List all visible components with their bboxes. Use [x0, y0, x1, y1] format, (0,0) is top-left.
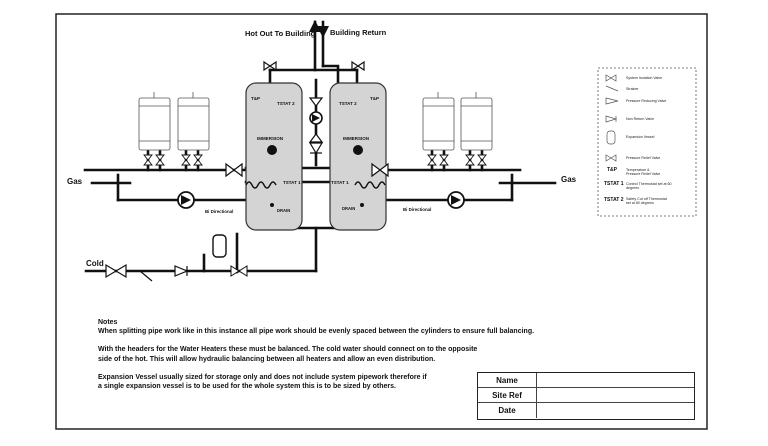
legend-tstat2-key: TSTAT 2 — [604, 197, 624, 203]
storage-cylinder-right — [329, 82, 387, 231]
coil-right-icon — [354, 181, 386, 189]
legend-item-relief: Pressure Relief Valve — [626, 156, 661, 160]
legend-tp-text-1: Temperature & — [626, 168, 650, 172]
drawing-border — [55, 13, 708, 430]
notes-line-2b: side of the hot. This will allow hydraul… — [98, 355, 436, 363]
title-site-ref-value[interactable] — [537, 388, 694, 402]
notes-heading: Notes — [98, 319, 118, 326]
immersion-right-label: IMMERSION — [343, 136, 370, 141]
expansion-vessel-icon — [212, 234, 227, 258]
bidir-right-label: Bi Directional — [403, 207, 432, 212]
legend-tp-text-2: Pressure Relief Valve — [626, 172, 661, 176]
legend-item-nrv: Non Return Valve — [626, 117, 655, 121]
water-heater-right-2 — [460, 92, 493, 151]
legend-item-prv: Pressure Reducing Valve — [626, 99, 667, 103]
notes-section: Notes When splitting pipe work like in t… — [98, 318, 538, 391]
title-site-ref-label: Site Ref — [478, 388, 537, 402]
legend-tstat1-text-1: Control Thermostat set at 60 — [626, 182, 672, 186]
title-block: Name Site Ref Date — [477, 372, 695, 420]
coil-left-icon — [245, 181, 277, 189]
water-heater-left-1 — [138, 92, 171, 151]
notes-line-3b: a single expansion vessel is to be used … — [98, 383, 396, 391]
legend-item-isolation: System Isolation Valve — [626, 76, 663, 80]
notes-line-2a: With the headers for the Water Heaters t… — [98, 346, 478, 354]
legend-tstat1-key: TSTAT 1 — [604, 181, 624, 187]
legend-item-expansion: Expansion Vessel — [626, 135, 655, 139]
bidir-left-label: Bi Directional — [205, 209, 234, 214]
notes-line-3a: Expansion Vessel usually sized for stora… — [98, 373, 427, 381]
strainer-icon — [139, 270, 153, 282]
water-heater-left-2 — [177, 92, 210, 151]
water-heater-right-1 — [422, 92, 455, 151]
title-name-value[interactable] — [537, 373, 694, 387]
tp-right-label: T&P — [370, 96, 379, 101]
tp-left-label: T&P — [251, 96, 260, 101]
immersion-left-label: IMMERSION — [257, 136, 284, 141]
non-return-valve-icon — [174, 265, 189, 277]
legend-tstat2-text-2: set at 80 degrees — [626, 201, 654, 205]
tstat2-left-label: TSTAT 2 — [277, 101, 295, 106]
building-return-label: Building Return — [330, 28, 387, 37]
legend-item-strainer: Strainer — [626, 87, 639, 91]
hot-out-arrow-icon — [309, 20, 321, 32]
drain-right-label: DRAIN — [342, 206, 356, 211]
title-date-value[interactable] — [537, 403, 694, 418]
legend-tp-key: T&P — [607, 167, 617, 173]
notes-line-1: When splitting pipe work like in this in… — [98, 328, 535, 336]
pressure-relief-valve-icon — [230, 265, 248, 277]
tstat1-left-label: TSTAT 1 — [283, 180, 301, 185]
isolation-valve-icon — [105, 263, 118, 279]
title-date-label: Date — [478, 403, 537, 418]
legend-tstat2-text-1: Safety Cut off Thermostat — [626, 197, 667, 201]
title-name-label: Name — [478, 373, 537, 387]
tstat1-right-label: TSTAT 1 — [331, 180, 349, 185]
legend-tstat1-text-2: degrees — [626, 186, 639, 190]
immersion-heater-right-icon — [353, 145, 363, 155]
gas-right-label: Gas — [561, 175, 577, 184]
drain-left-label: DRAIN — [277, 208, 291, 213]
gas-left-label: Gas — [67, 177, 83, 186]
cold-label: Cold — [86, 259, 104, 268]
immersion-heater-left-icon — [267, 145, 277, 155]
storage-cylinder-left — [245, 82, 303, 231]
return-arrow-icon — [317, 26, 329, 38]
hot-out-label: Hot Out To Building — [245, 29, 316, 38]
tstat2-right-label: TSTAT 2 — [339, 101, 357, 106]
